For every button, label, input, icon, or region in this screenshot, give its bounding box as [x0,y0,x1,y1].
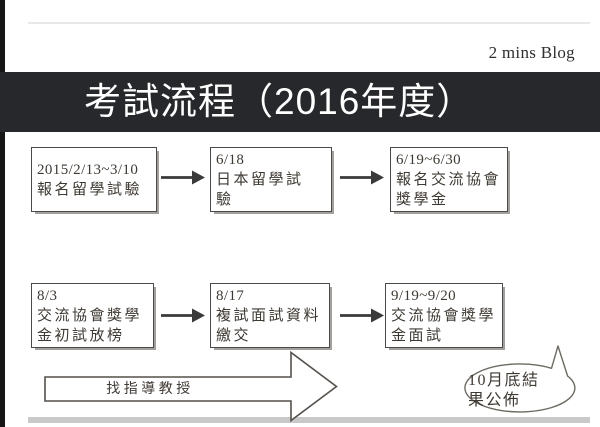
flow-box-line: 8/17 [216,287,245,304]
flow-box-line: 金初試放榜 [37,327,125,344]
flow-box-line: 報名留學試驗 [37,181,143,198]
arrow-right-icon [160,170,206,185]
flow-box-line: 交流協會獎學 [391,307,497,324]
flow-box-line: 繳交 [216,327,252,344]
title-banner: 考試流程（2016年度） [0,72,600,132]
arrow-right-icon [161,170,205,185]
left-edge-bar [0,0,5,427]
flow-box-first-round-result: 8/3 交流協會獎學 金初試放榜 [31,283,154,348]
flow-box-line: 8/3 [37,287,58,304]
flow-box-line: 交流協會獎學 [37,307,143,324]
callout-line: 10月底結 [468,372,540,389]
flow-box-interview-documents: 8/17 複試面試資料 繳交 [210,283,330,348]
flow-box-line: 9/19~9/20 [391,287,457,304]
flow-box-eju-exam: 6/18 日本留學試 驗 [210,147,332,212]
bottom-divider [28,417,590,423]
result-callout-text: 10月底結 果公佈 [468,371,572,411]
flow-box-eju-registration: 2015/2/13~3/10 報名留學試驗 [31,147,157,212]
arrow-right-icon [161,308,205,323]
arrow-right-icon [160,308,206,323]
arrow-right-icon [340,170,384,185]
flow-box-line: 日本留學試 [216,171,304,188]
slide-title: 考試流程（2016年度） [84,81,475,122]
flow-box-scholarship-registration: 6/19~6/30 報名交流協會 獎學金 [390,147,508,212]
arrow-right-icon [340,308,384,323]
flow-box-line: 報名交流協會 [396,171,502,188]
advisor-arrow-label: 找指導教授 [106,382,194,397]
flow-box-line: 驗 [216,191,234,208]
flow-box-line: 金面試 [391,327,444,344]
flow-box-scholarship-interview: 9/19~9/20 交流協會獎學 金面試 [385,283,503,348]
arrow-right-icon [339,308,385,323]
flow-box-line: 複試面試資料 [216,307,322,324]
flow-box-line: 獎學金 [396,191,449,208]
blog-brand: 2 mins Blog [488,43,575,62]
flow-box-line: 6/19~6/30 [396,151,462,168]
top-divider [28,22,590,24]
flow-box-line: 2015/2/13~3/10 [37,161,139,178]
callout-line: 果公佈 [468,392,521,409]
flow-box-line: 6/18 [216,151,245,168]
arrow-right-icon [339,170,385,185]
